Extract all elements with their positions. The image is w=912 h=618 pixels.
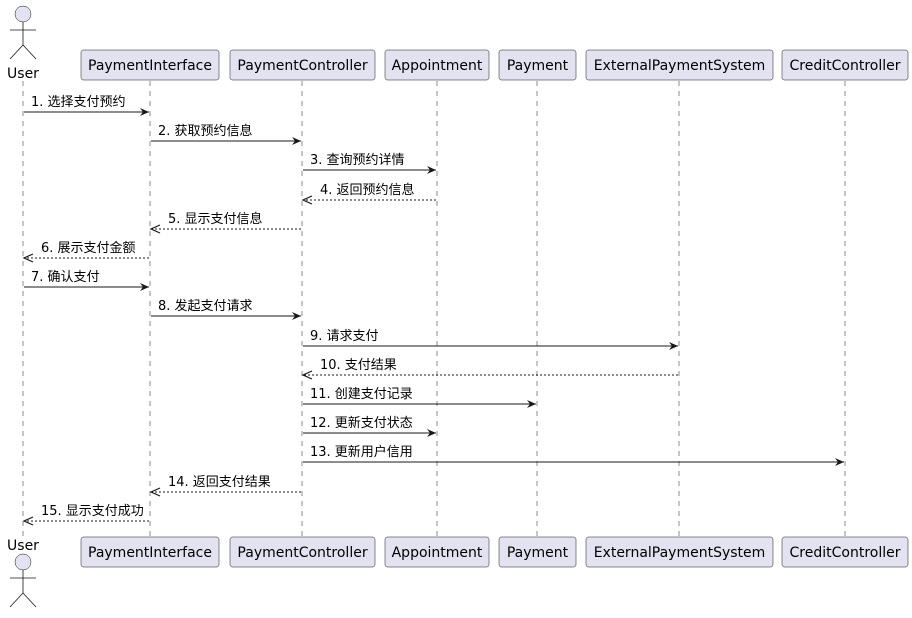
message-label: 9. 请求支付 — [310, 329, 379, 344]
message-label: 5. 显示支付信息 — [168, 211, 263, 227]
message-10: 10. 支付结果 — [301, 358, 678, 380]
message-13: 13. 更新用户信用 — [303, 444, 844, 466]
actor-leg-left — [9, 44, 24, 60]
message-label: 1. 选择支付预约 — [31, 95, 126, 110]
message-label: 3. 查询预约详情 — [310, 153, 405, 168]
actor-head — [14, 5, 32, 23]
message-label: 10. 支付结果 — [320, 358, 397, 373]
message-1: 1. 选择支付预约 — [24, 95, 149, 116]
participant-label: ExternalPaymentSystem — [594, 58, 766, 74]
participant-label: PaymentInterface — [88, 545, 212, 561]
message-6: 6. 展示支付金额 — [22, 240, 149, 263]
actor-head — [14, 553, 32, 571]
actor-user-top: User — [7, 5, 39, 82]
message-label: 2. 获取预约信息 — [158, 123, 253, 139]
actor-leg-right — [22, 44, 37, 60]
message-12: 12. 更新支付状态 — [303, 415, 436, 437]
participant-box — [80, 536, 220, 568]
message-8: 8. 发起支付请求 — [151, 298, 301, 320]
participant-externalpaymentsystem-bottom: ExternalPaymentSystem — [585, 536, 774, 568]
actor-label: User — [7, 538, 39, 554]
message-9: 9. 请求支付 — [303, 329, 678, 350]
message-2: 2. 获取预约信息 — [151, 123, 301, 145]
message-label: 7. 确认支付 — [31, 270, 100, 285]
message-11: 11. 创建支付记录 — [303, 387, 536, 408]
message-7: 7. 确认支付 — [24, 270, 149, 291]
participant-label: CreditController — [790, 58, 901, 74]
participant-box — [781, 536, 909, 568]
participant-box — [229, 49, 376, 81]
participant-payment-bottom: Payment — [498, 536, 577, 568]
participant-box — [781, 49, 909, 81]
participant-box — [585, 536, 774, 568]
participant-label: ExternalPaymentSystem — [594, 545, 766, 561]
participant-externalpaymentsystem-top: ExternalPaymentSystem — [585, 49, 774, 81]
message-label: 8. 发起支付请求 — [158, 298, 253, 314]
message-5: 5. 显示支付信息 — [149, 211, 301, 234]
participant-paymentinterface-top: PaymentInterface — [80, 49, 220, 81]
message-14: 14. 返回支付结果 — [149, 475, 301, 497]
message-label: 13. 更新用户信用 — [310, 444, 413, 460]
participant-label: PaymentInterface — [88, 58, 212, 74]
participant-box — [498, 536, 577, 568]
message-label: 4. 返回预约信息 — [320, 182, 415, 198]
message-label: 15. 显示支付成功 — [41, 504, 144, 519]
participant-box — [585, 49, 774, 81]
message-3: 3. 查询预约详情 — [303, 153, 436, 174]
participant-box — [229, 536, 376, 568]
participant-box — [80, 49, 220, 81]
participant-creditcontroller-top: CreditController — [781, 49, 909, 81]
actor-label: User — [7, 66, 39, 82]
participant-label: Payment — [507, 545, 569, 561]
participant-label: Appointment — [392, 545, 483, 561]
participant-paymentcontroller-top: PaymentController — [229, 49, 376, 81]
message-label: 6. 展示支付金额 — [41, 240, 136, 256]
message-4: 4. 返回预约信息 — [301, 182, 436, 205]
participant-paymentcontroller-bottom: PaymentController — [229, 536, 376, 568]
participant-label: Payment — [507, 58, 569, 74]
participant-box — [384, 49, 490, 81]
participant-payment-top: Payment — [498, 49, 577, 81]
actor-leg-left — [9, 592, 24, 608]
participant-box — [498, 49, 577, 81]
participant-label: Appointment — [392, 58, 483, 74]
actor-leg-right — [22, 592, 37, 608]
actor-user-bottom: User — [7, 538, 39, 608]
participant-label: PaymentController — [237, 58, 367, 74]
participant-paymentinterface-bottom: PaymentInterface — [80, 536, 220, 568]
message-label: 14. 返回支付结果 — [168, 475, 271, 490]
message-15: 15. 显示支付成功 — [22, 504, 149, 526]
participant-appointment-top: Appointment — [384, 49, 490, 81]
participant-label: CreditController — [790, 545, 901, 561]
participant-creditcontroller-bottom: CreditController — [781, 536, 909, 568]
participant-appointment-bottom: Appointment — [384, 536, 490, 568]
message-label: 12. 更新支付状态 — [310, 415, 413, 431]
participant-box — [384, 536, 490, 568]
message-label: 11. 创建支付记录 — [310, 387, 413, 402]
participant-label: PaymentController — [237, 545, 367, 561]
